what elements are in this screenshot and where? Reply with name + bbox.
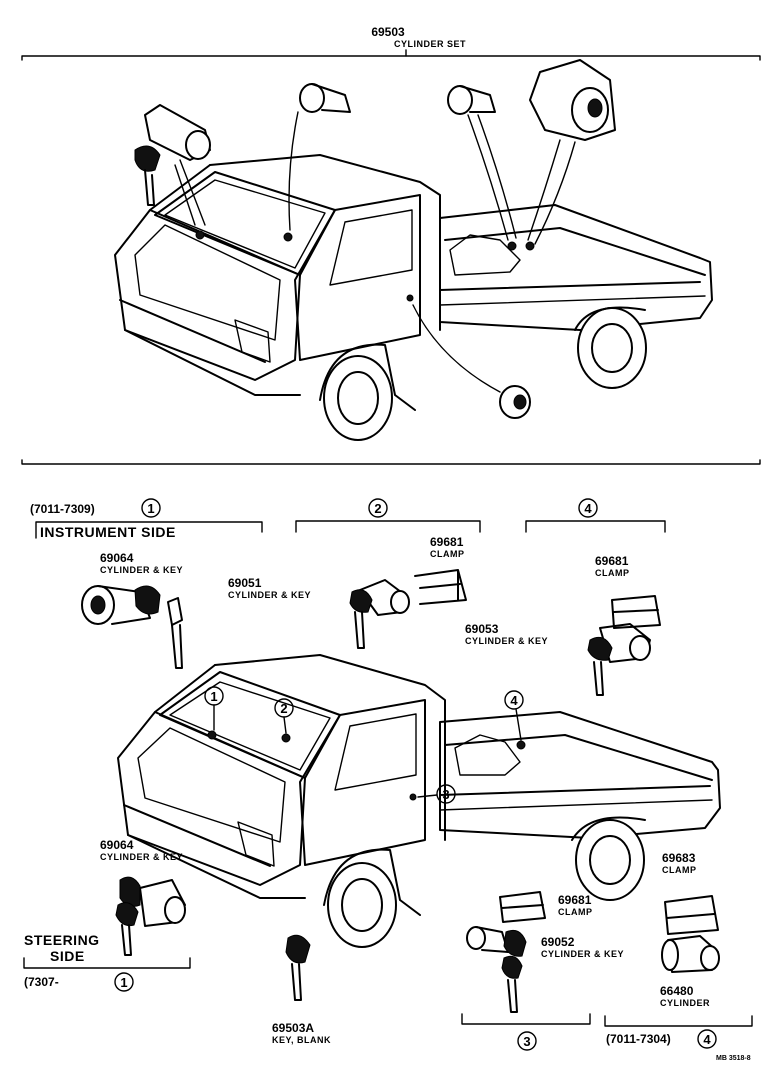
- svg-text:CYLINDER: CYLINDER: [660, 998, 710, 1008]
- svg-text:1: 1: [120, 975, 127, 990]
- footer-code: MB 3518-8: [716, 1055, 751, 1062]
- svg-text:4: 4: [703, 1032, 711, 1047]
- part-69064-bottom-drawing: [115, 876, 186, 956]
- steering-side-header: STEERING SIDE (7307- 1: [23, 932, 191, 992]
- label-66480: 66480 CYLINDER: [660, 984, 710, 1008]
- svg-text:1: 1: [210, 689, 217, 704]
- instrument-side-range: (7011-7309): [30, 502, 95, 516]
- svg-text:CYLINDER & KEY: CYLINDER & KEY: [541, 949, 624, 959]
- label-69064-bottom: 69064 CYLINDER & KEY: [100, 838, 183, 862]
- svg-text:CYLINDER & KEY: CYLINDER & KEY: [228, 590, 311, 600]
- label-69683: 69683 CLAMP: [662, 851, 697, 875]
- svg-text:4: 4: [510, 693, 518, 708]
- part-69503A-drawing: [285, 934, 311, 1001]
- truck-marker-3: 3: [417, 784, 456, 804]
- svg-text:69051: 69051: [228, 576, 262, 590]
- svg-text:69052: 69052: [541, 935, 575, 949]
- instrument-side-header: (7011-7309) 1 INSTRUMENT SIDE: [30, 498, 263, 540]
- svg-text:CYLINDER & KEY: CYLINDER & KEY: [100, 565, 183, 575]
- svg-text:1: 1: [147, 501, 154, 516]
- part-69681-a-drawing: [414, 569, 467, 605]
- svg-text:CLAMP: CLAMP: [595, 568, 630, 578]
- part-69681-c-drawing: [499, 891, 546, 923]
- circle-marker-1-top: 1: [141, 498, 161, 518]
- part-69683-drawing: [664, 895, 719, 935]
- part-69053-drawing: [587, 623, 651, 696]
- svg-text:66480: 66480: [660, 984, 694, 998]
- label-69051: 69051 CYLINDER & KEY: [228, 576, 311, 600]
- svg-text:2: 2: [280, 701, 287, 716]
- svg-text:KEY, BLANK: KEY, BLANK: [272, 1035, 331, 1045]
- svg-text:CLAMP: CLAMP: [662, 865, 697, 875]
- label-69681-c: 69681 CLAMP: [558, 893, 593, 917]
- bottom-truck-illustration: [117, 654, 721, 948]
- svg-text:69683: 69683: [662, 851, 696, 865]
- label-69053: 69053 CYLINDER & KEY: [465, 622, 548, 646]
- svg-text:69681: 69681: [558, 893, 592, 907]
- steering-side-line1: STEERING: [24, 932, 100, 948]
- top-frame: [21, 55, 761, 465]
- label-69052: 69052 CYLINDER & KEY: [541, 935, 624, 959]
- steering-side-range: (7307-: [24, 975, 59, 989]
- svg-text:(7011-7304): (7011-7304): [606, 1032, 671, 1046]
- top-set-part-number: 69503: [371, 25, 405, 39]
- truck-marker-1: 1: [204, 686, 224, 731]
- top-set-part-name: CYLINDER SET: [394, 39, 466, 49]
- top-set-header: 69503 CYLINDER SET: [371, 25, 466, 57]
- top-truck-illustration: [114, 154, 713, 441]
- svg-text:69064: 69064: [100, 551, 134, 565]
- svg-text:CYLINDER & KEY: CYLINDER & KEY: [465, 636, 548, 646]
- part-69052-drawing: [466, 926, 527, 1013]
- bottom-right-range: (7011-7304) 4: [604, 1015, 753, 1049]
- group-3-footer: 3: [461, 1013, 591, 1051]
- svg-text:2: 2: [374, 501, 381, 516]
- part-69064-top-drawing: [81, 585, 183, 669]
- truck-marker-2: 2: [274, 698, 294, 734]
- svg-text:69681: 69681: [430, 535, 464, 549]
- svg-text:69503A: 69503A: [272, 1021, 314, 1035]
- svg-text:CLAMP: CLAMP: [558, 907, 593, 917]
- top-part-cylinder-key: [134, 104, 211, 226]
- part-66480-drawing: [661, 935, 720, 973]
- svg-text:3: 3: [523, 1034, 530, 1049]
- group-2-header: 2: [295, 498, 481, 533]
- top-part-fuel-cylinder: [527, 59, 616, 245]
- top-part-tailgate-cylinder: [447, 85, 517, 241]
- top-part-glovebox-cylinder: [412, 304, 531, 419]
- label-69681-b: 69681 CLAMP: [595, 554, 630, 578]
- group-4-header: 4: [525, 498, 666, 533]
- part-69051-drawing: [349, 579, 410, 649]
- svg-text:69053: 69053: [465, 622, 499, 636]
- svg-text:4: 4: [584, 501, 592, 516]
- svg-text:3: 3: [442, 787, 449, 802]
- label-69064-top: 69064 CYLINDER & KEY: [100, 551, 183, 575]
- svg-text:69064: 69064: [100, 838, 134, 852]
- instrument-side-title: INSTRUMENT SIDE: [40, 524, 176, 540]
- part-69681-b-drawing: [611, 595, 661, 629]
- svg-text:CYLINDER & KEY: CYLINDER & KEY: [100, 852, 183, 862]
- label-69681-a: 69681 CLAMP: [430, 535, 465, 559]
- top-part-door-cylinder: [288, 83, 351, 231]
- steering-side-line2: SIDE: [50, 948, 85, 964]
- truck-marker-4: 4: [504, 690, 524, 741]
- svg-text:CLAMP: CLAMP: [430, 549, 465, 559]
- label-69503A: 69503A KEY, BLANK: [272, 1021, 331, 1045]
- svg-text:69681: 69681: [595, 554, 629, 568]
